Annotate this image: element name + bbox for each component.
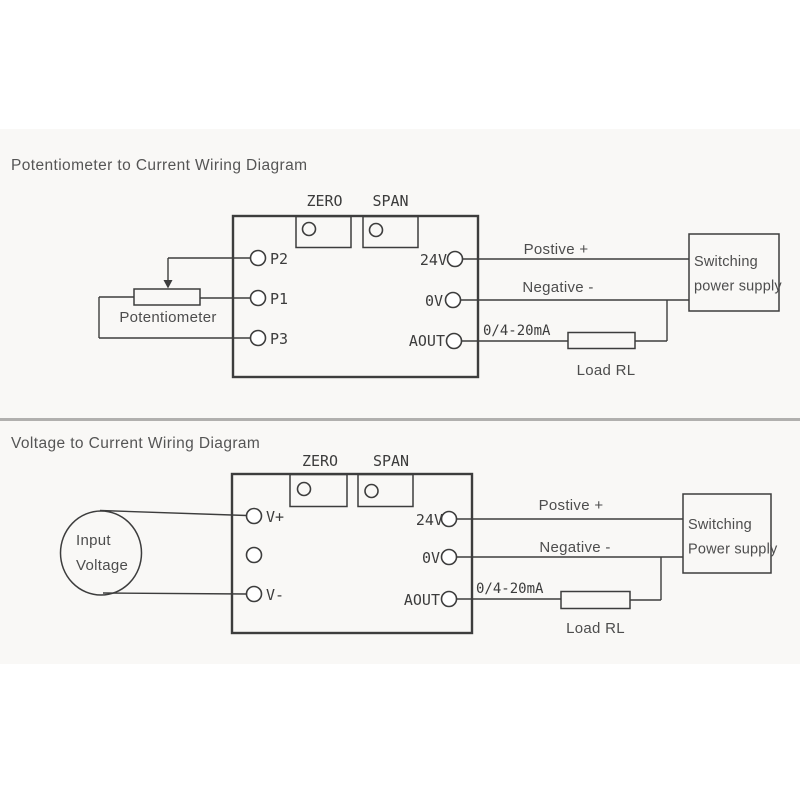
terminal-vminus-label: V-: [266, 586, 284, 604]
span-trimmer-screw-icon: [364, 483, 379, 499]
output-current-label: 0/4-20mA: [476, 581, 544, 597]
terminal-24v-label: 24V: [420, 251, 447, 269]
potentiometer-label: Potentiometer: [119, 309, 216, 326]
positive-wire-label: Postive +: [524, 241, 589, 258]
terminal-24v-label: 24V: [416, 511, 443, 529]
input-voltage-line2: Voltage: [76, 557, 128, 574]
span-label: SPAN: [373, 452, 409, 470]
converter-module-box: [231, 214, 480, 379]
zero-trimmer-screw-icon: [301, 221, 317, 237]
input-voltage-source: [59, 510, 143, 596]
terminal-24v: [440, 510, 458, 528]
terminal-p2: [249, 249, 267, 267]
load-label: Load RL: [577, 362, 636, 379]
power-supply-box: [682, 493, 772, 574]
span-trimmer-screw-icon: [368, 222, 384, 238]
terminal-0v-label: 0V: [425, 292, 443, 310]
voltage-to-current-diagram: Voltage to Current Wiring Diagram Input …: [11, 435, 778, 637]
zero-trimmer-box: [289, 473, 348, 508]
zero-label: ZERO: [302, 452, 338, 470]
terminal-vplus: [245, 507, 263, 525]
potentiometer-body: [133, 288, 201, 306]
vminus-wire: [102, 592, 247, 595]
top-diagram-title: Potentiometer to Current Wiring Diagram: [11, 157, 307, 174]
span-trimmer-box: [362, 215, 419, 249]
span-label: SPAN: [372, 192, 408, 210]
terminal-p2-label: P2: [270, 250, 288, 268]
terminal-aout: [445, 332, 463, 350]
power-supply-line1: Switching: [688, 517, 752, 533]
scan-background: [0, 129, 800, 664]
load-label: Load RL: [566, 620, 625, 637]
input-voltage-line1: Input: [76, 532, 111, 549]
output-current-label: 0/4-20mA: [483, 323, 551, 339]
vplus-wire: [99, 509, 247, 517]
load-resistor: [560, 590, 631, 610]
zero-label: ZERO: [306, 192, 342, 210]
converter-module-box: [230, 472, 474, 635]
terminal-p1: [249, 289, 267, 307]
terminal-aout: [440, 590, 458, 608]
terminal-middle-unused: [245, 546, 263, 564]
power-supply-line2: Power supply: [688, 542, 778, 558]
positive-wire-label: Postive +: [539, 497, 604, 514]
terminal-24v: [446, 250, 464, 268]
wiper-arrow-icon: [163, 280, 173, 289]
power-supply-line2: power supply: [694, 279, 782, 295]
power-supply-box: [688, 233, 780, 312]
bottom-diagram-title: Voltage to Current Wiring Diagram: [11, 435, 260, 452]
terminal-p3: [249, 329, 267, 347]
negative-wire-label: Negative -: [522, 279, 593, 296]
terminal-p3-label: P3: [270, 330, 288, 348]
terminal-vplus-label: V+: [266, 508, 284, 526]
negative-wire-label: Negative -: [539, 539, 610, 556]
load-resistor: [567, 331, 636, 350]
terminal-aout-label: AOUT: [409, 332, 445, 350]
terminal-0v: [440, 548, 458, 566]
terminal-aout-label: AOUT: [404, 591, 440, 609]
potentiometer-to-current-diagram: Potentiometer to Current Wiring Diagram …: [11, 157, 782, 379]
terminal-0v-label: 0V: [422, 549, 440, 567]
terminal-0v: [444, 291, 462, 309]
terminal-p1-label: P1: [270, 290, 288, 308]
zero-trimmer-box: [295, 215, 352, 249]
power-supply-line1: Switching: [694, 254, 758, 270]
terminal-vminus: [245, 585, 263, 603]
span-trimmer-box: [357, 473, 414, 508]
zero-trimmer-screw-icon: [296, 481, 312, 497]
section-divider-line: [0, 418, 800, 421]
